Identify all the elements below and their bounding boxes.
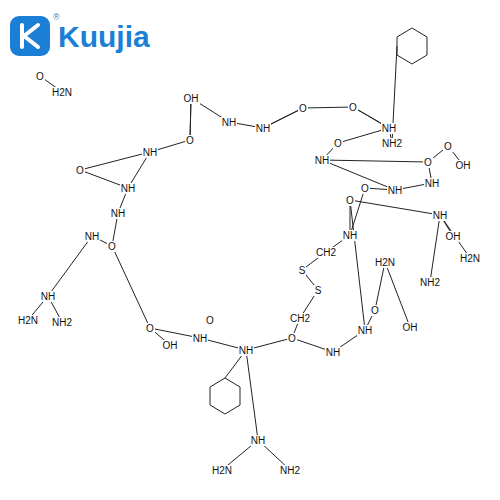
atom-label: OH xyxy=(183,93,200,104)
logo-icon xyxy=(10,16,50,56)
atom-label: NH xyxy=(120,183,136,194)
atom-label: O xyxy=(443,141,453,152)
bond-lines xyxy=(28,46,470,470)
atom-label: NH xyxy=(40,291,56,302)
atom-label: O xyxy=(107,241,117,252)
atom-label: O xyxy=(348,102,358,113)
atom-label: NH xyxy=(314,155,330,166)
bond-line xyxy=(350,200,365,330)
atom-label: H2N xyxy=(17,315,39,326)
atom-label: O xyxy=(287,333,297,344)
atom-label: H2N xyxy=(51,87,73,98)
bond-line xyxy=(385,262,410,327)
atom-label: H2N xyxy=(374,257,396,268)
atom-label: O xyxy=(298,103,308,114)
atom-label: NH2 xyxy=(381,138,403,149)
bond-line xyxy=(430,215,440,282)
atom-label: NH xyxy=(84,231,100,242)
atom-label: H2N xyxy=(211,465,233,476)
atom-label: NH xyxy=(325,347,341,358)
atom-label: NH xyxy=(192,333,208,344)
bond-line xyxy=(322,160,395,190)
atom-label: OH xyxy=(162,340,179,351)
atom-label: NH xyxy=(250,435,266,446)
atom-label: NH xyxy=(342,230,358,241)
atom-label: NH xyxy=(238,345,254,356)
atom-label: O xyxy=(35,71,45,82)
bond-line xyxy=(48,236,92,296)
phenyl-ring xyxy=(210,28,427,414)
bond-line xyxy=(80,152,150,170)
atom-label: NH2 xyxy=(51,317,73,328)
atom-label: NH xyxy=(387,185,403,196)
bond-line xyxy=(112,246,150,328)
atom-label: O xyxy=(75,165,85,176)
atom-label: O xyxy=(370,305,380,316)
bond-line xyxy=(375,262,385,310)
atom-label: O xyxy=(423,157,433,168)
atom-label: OH xyxy=(445,231,462,242)
atom-label: NH xyxy=(424,178,440,189)
atom-label: S xyxy=(298,265,307,276)
atom-label: NH xyxy=(381,123,397,134)
atom-label: OH xyxy=(455,160,472,171)
atom-label: O xyxy=(333,138,343,149)
atom-label: O xyxy=(360,183,370,194)
atom-label: NH xyxy=(432,210,448,221)
atom-label: NH xyxy=(221,117,237,128)
bond-line xyxy=(303,107,353,108)
atom-label: H2N xyxy=(459,253,481,264)
atom-label: NH xyxy=(255,123,271,134)
atom-label: NH2 xyxy=(419,277,441,288)
atom-label: CH2 xyxy=(289,313,311,324)
atom-label: O xyxy=(185,135,195,146)
atom-label: O xyxy=(145,323,155,334)
atom-label: O xyxy=(205,315,215,326)
atom-label: NH xyxy=(357,325,373,336)
bond-line xyxy=(350,200,440,215)
atom-label: NH xyxy=(110,208,126,219)
atom-label: OH xyxy=(402,322,419,333)
atom-label: O xyxy=(345,195,355,206)
registered-mark: ® xyxy=(52,12,61,22)
atom-label: CH2 xyxy=(315,247,337,258)
atom-label: NH2 xyxy=(279,465,301,476)
atom-label: NH xyxy=(142,147,158,158)
logo-text: Kuujia xyxy=(57,21,151,53)
bond-line xyxy=(322,160,428,162)
bond-line xyxy=(246,350,258,440)
atom-label: S xyxy=(314,285,323,296)
